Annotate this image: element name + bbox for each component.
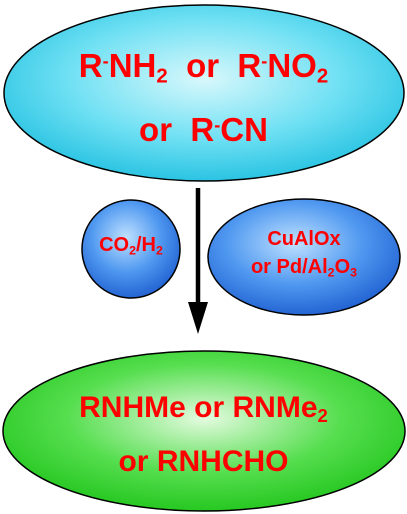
dimethyl-amine: RNMe2	[232, 391, 328, 427]
reactant-line-1: R-NH2 or R-NO2	[0, 47, 407, 88]
amine-formula: R-NH2	[78, 47, 168, 88]
or-label: or	[186, 47, 220, 84]
reagent-circle	[81, 199, 181, 299]
monomethyl-amine: RNHMe	[79, 391, 186, 424]
reactant-ellipse	[3, 4, 405, 182]
product-line-1: RNHMe or RNMe2	[0, 391, 407, 425]
catalyst-ellipse	[207, 198, 401, 316]
reagent-label: CO2/H2	[99, 234, 163, 258]
catalyst-label-line-2: or Pd/Al2O3	[250, 256, 358, 280]
product-line-2: or RNHCHO	[0, 445, 407, 479]
reactant-line-2: or R-CN	[0, 111, 407, 149]
formamide: RNHCHO	[156, 445, 289, 478]
or-label: or	[194, 391, 225, 424]
or-label: or	[118, 445, 149, 478]
catalyst-label-line-1: CuAlOx	[267, 228, 341, 250]
or-label: or	[139, 111, 173, 148]
nitrile-formula: R-CN	[190, 111, 268, 148]
product-ellipse	[2, 350, 406, 512]
reaction-arrow	[188, 188, 208, 334]
nitro-formula: R-NO2	[237, 47, 329, 88]
